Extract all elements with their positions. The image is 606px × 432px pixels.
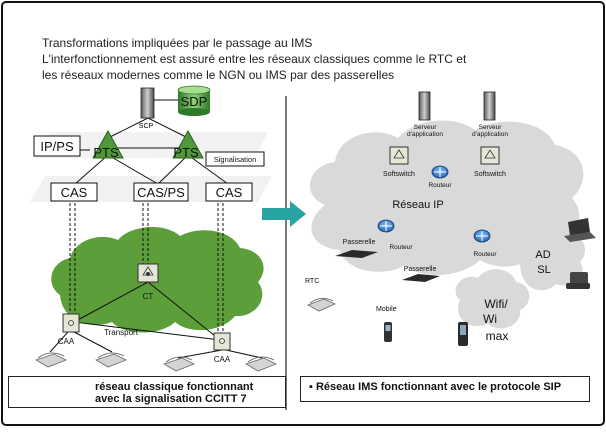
ip-ps-label: IP/PS — [40, 139, 74, 154]
telephone-icon — [95, 352, 127, 368]
server-left-label-2: d'application — [407, 131, 443, 138]
ip-network-cloud — [309, 120, 584, 276]
cas-ps-box — [133, 182, 189, 202]
bullet-icon: ▪ — [309, 381, 313, 393]
signalisation-box — [205, 151, 265, 167]
passerelle-right-label: Passerelle — [404, 266, 437, 273]
pts-left-label: PTS — [93, 145, 119, 160]
server-left-label-1: Serveur — [414, 124, 438, 131]
transport-label: Transport — [104, 328, 139, 337]
wifi-cloud — [455, 269, 530, 329]
wifi-label-3: max — [486, 329, 509, 343]
adsl-label-1: AD — [535, 249, 550, 261]
passerelle-left-label: Passerelle — [343, 239, 376, 246]
cas-left-label: CAS — [61, 185, 88, 200]
sdp-label: SDP — [181, 94, 208, 109]
transport-links — [49, 281, 263, 359]
rtc-label: RTC — [305, 278, 319, 285]
adsl-cloud — [511, 225, 586, 291]
ct-switch-icon — [137, 263, 159, 283]
server-right-icon — [483, 91, 496, 121]
left-caption-line-1: réseau classique fonctionnant — [95, 381, 254, 393]
cas-ps-label: CAS/PS — [137, 185, 185, 200]
telephone-icon — [163, 356, 195, 372]
softswitch-left-label: Softswitch — [383, 171, 415, 178]
pts-right-triangle — [172, 129, 204, 159]
server-right-label-2: d'application — [472, 131, 508, 138]
reseau-ip-label: Réseau IP — [392, 199, 443, 211]
wifi-label-1: Wifi/ — [484, 297, 508, 311]
server-left-icon — [418, 91, 431, 121]
adsl-label-2: SL — [537, 264, 550, 276]
caa-left-label: CAA — [58, 337, 75, 346]
pts-right-label: PTS — [173, 145, 199, 160]
caa-right-switch-icon — [213, 332, 231, 351]
signalisation-label: Signalisation — [214, 155, 257, 164]
rtc-telephone-icon — [307, 298, 336, 312]
wifi-label-2: Wi — [483, 312, 497, 326]
header-line-2: L'interfonctionnement est assuré entre l… — [42, 52, 467, 66]
scp-label: SCP — [139, 123, 154, 130]
server-right-label-1: Serveur — [479, 124, 503, 131]
passerelle-right-icon — [402, 274, 440, 282]
right-caption-box: ▪ Réseau IMS fonctionnant avec le protoc… — [300, 376, 590, 402]
scp-server-icon — [140, 87, 155, 119]
caa-left-switch-icon — [62, 313, 80, 333]
router-middle-icon — [377, 219, 395, 233]
softswitch-right-icon — [480, 146, 500, 165]
dashed-vertical-links — [69, 198, 224, 335]
telephone-icon — [245, 356, 277, 372]
caa-right-label: CAA — [214, 355, 231, 364]
left-caption-line-2: avec la signalisation CCITT 7 — [95, 393, 247, 405]
header-line-1: Transformations impliquées par le passag… — [42, 36, 312, 50]
ip-ps-box — [33, 135, 81, 157]
telephone-icons — [35, 352, 277, 372]
cas-right-label: CAS — [216, 185, 243, 200]
signal-links — [60, 117, 229, 185]
sdp-database-icon — [177, 85, 211, 116]
pda-icon — [458, 322, 468, 346]
header-line-3: les réseaux modernes comme le NGN ou IMS… — [42, 68, 394, 82]
ip-phone-icon — [566, 272, 590, 289]
router-top-label: Routeur — [428, 182, 452, 189]
router-middle-label: Routeur — [389, 244, 413, 251]
passerelle-left-icon — [335, 250, 378, 258]
pts-left-triangle — [92, 129, 124, 159]
mobile-label: Mobile — [376, 306, 397, 313]
laptop-icon — [564, 218, 596, 242]
router-right-icon — [473, 229, 491, 243]
softswitch-right-label: Softswitch — [474, 171, 506, 178]
right-caption-text: Réseau IMS fonctionnant avec le protocol… — [315, 381, 562, 393]
cas-left-box — [50, 182, 98, 202]
telephone-icon — [35, 352, 67, 368]
mobile-phone-icon — [384, 322, 392, 342]
left-caption-box: réseau classique fonctionnant avec la si… — [8, 376, 286, 408]
softswitch-left-icon — [389, 146, 409, 165]
transition-arrow-icon — [262, 201, 306, 227]
router-right-label: Routeur — [473, 251, 497, 258]
cas-right-box — [205, 182, 253, 202]
ct-label: CT — [143, 292, 154, 301]
router-top-icon — [431, 165, 449, 179]
